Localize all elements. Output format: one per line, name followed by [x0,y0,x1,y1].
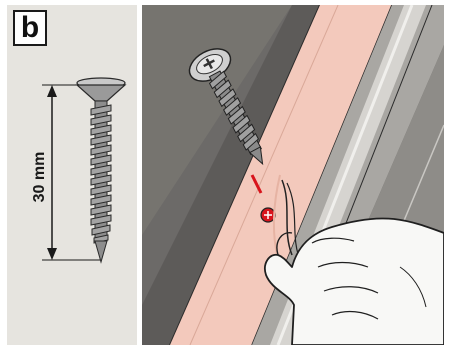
screw-dimension-panel: 30 mm [7,5,137,345]
installation-scene [142,5,444,345]
installation-scene-panel [142,5,444,345]
step-label: b [21,13,39,43]
dimension-arrow-top [47,85,57,97]
step-badge: b [13,10,47,46]
screw-length-label: 30 mm [31,152,48,203]
dimension-arrow-bottom [47,248,57,260]
screw-diagram: 30 mm [7,5,137,345]
screw-icon [77,78,125,262]
